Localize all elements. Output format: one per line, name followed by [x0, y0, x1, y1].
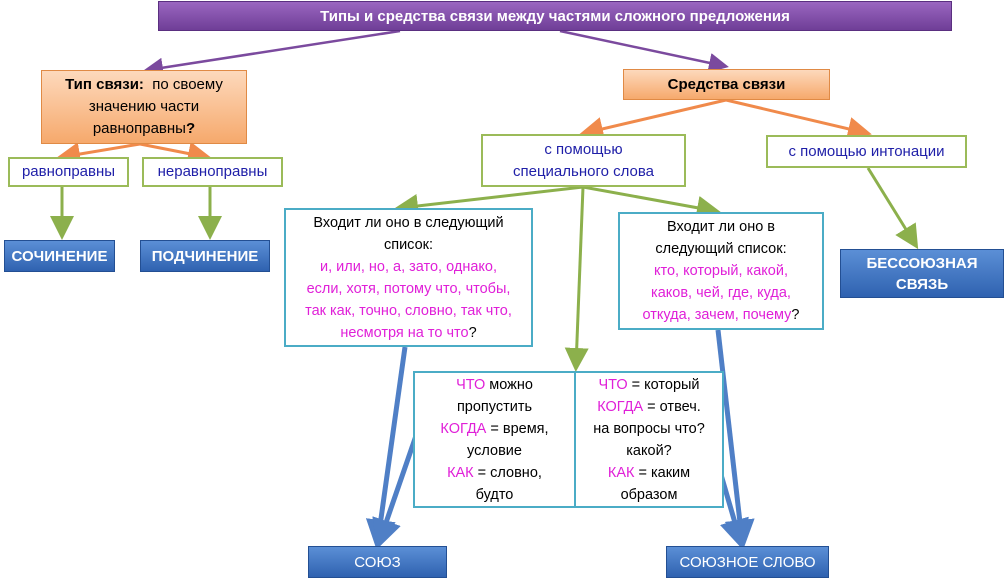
left-w4: несмотря на то что	[340, 324, 469, 341]
special-word-box: с помощью специального слова	[481, 134, 686, 187]
type-line3: равноправны	[92, 120, 186, 137]
intonation-box: с помощью интонации	[766, 135, 967, 168]
left-list-box: Входит ли оно в следующий список: и, или…	[284, 208, 533, 347]
asyndetic-line1: БЕССОЮЗНАЯ	[866, 254, 978, 272]
ml-e1: КАК	[447, 464, 474, 481]
type-of-link-box: Тип связи: по своему значению части равн…	[41, 70, 247, 144]
conjunction-box: СОЮЗ	[308, 546, 447, 578]
equal-box: равноправны	[8, 157, 129, 187]
mid-right-box: ЧТО = который КОГДА = отвеч. на вопросы …	[574, 371, 724, 508]
mid-left-box: ЧТО можно пропустить КОГДА = время, усло…	[413, 371, 576, 508]
ml-c1: КОГДА	[440, 420, 487, 437]
right-w1: кто, который, какой,	[654, 263, 788, 279]
right-w3: откуда, зачем, почему	[642, 307, 792, 323]
left-w2: если, хотя, потому что, чтобы,	[306, 280, 511, 297]
type-line1: по своему	[152, 76, 223, 93]
ml-b: пропустить	[456, 398, 533, 415]
left-w1: и, или, но, а, зато, однако,	[320, 258, 497, 275]
mr-b2: = отвеч.	[643, 398, 701, 415]
right-w2: каков, чей, где, куда,	[651, 285, 791, 301]
mr-e2: = каким	[634, 464, 691, 481]
right-list-box: Входит ли оно в следующий список: кто, к…	[618, 212, 824, 330]
blue-arrows	[365, 329, 755, 550]
asyndetic-box: БЕССОЮЗНАЯ СВЯЗЬ	[840, 249, 1004, 298]
green-arrows	[50, 167, 919, 372]
left-q2: список:	[383, 236, 434, 253]
asyndetic-line2: СВЯЗЬ	[895, 275, 949, 293]
mr-b1: КОГДА	[597, 398, 644, 415]
ml-c2: = время,	[486, 420, 549, 437]
right-q1: Входит ли оно в	[666, 219, 776, 235]
conjunctive-word-box: СОЮЗНОЕ СЛОВО	[666, 546, 829, 578]
ml-a2: можно	[485, 376, 533, 393]
mr-c: на вопросы что?	[593, 420, 705, 437]
ml-d: условие	[467, 442, 522, 459]
type-question: ?	[185, 120, 196, 137]
ml-e2: = словно,	[473, 464, 542, 481]
mr-d: какой?	[626, 442, 672, 459]
type-line2: значению части	[88, 98, 200, 115]
right-q2: следующий список:	[655, 241, 787, 257]
title-arrows	[143, 29, 729, 78]
left-qmark: ?	[468, 324, 477, 341]
type-label: Тип связи:	[65, 76, 144, 93]
complex-box: ПОДЧИНЕНИЕ	[140, 240, 270, 272]
orange-arrows	[56, 98, 872, 166]
compound-box: СОЧИНЕНИЕ	[4, 240, 115, 272]
diagram-title: Типы и средства связи между частями слож…	[158, 1, 952, 31]
left-q1: Входит ли оно в следующий	[313, 214, 504, 231]
ml-a1: ЧТО	[456, 376, 486, 393]
mr-a2: = который	[627, 376, 700, 393]
special-word-line2: специального слова	[512, 162, 655, 180]
mr-f: образом	[620, 486, 678, 503]
means-of-link-box: Средства связи	[623, 69, 830, 100]
unequal-box: неравноправны	[142, 157, 283, 187]
special-word-line1: с помощью	[544, 140, 623, 158]
mr-e1: КАК	[607, 464, 635, 481]
ml-f: будто	[475, 486, 514, 503]
right-qmark: ?	[791, 307, 800, 323]
left-w3: так как, точно, словно, так что,	[305, 302, 512, 319]
mr-a1: ЧТО	[598, 376, 628, 393]
